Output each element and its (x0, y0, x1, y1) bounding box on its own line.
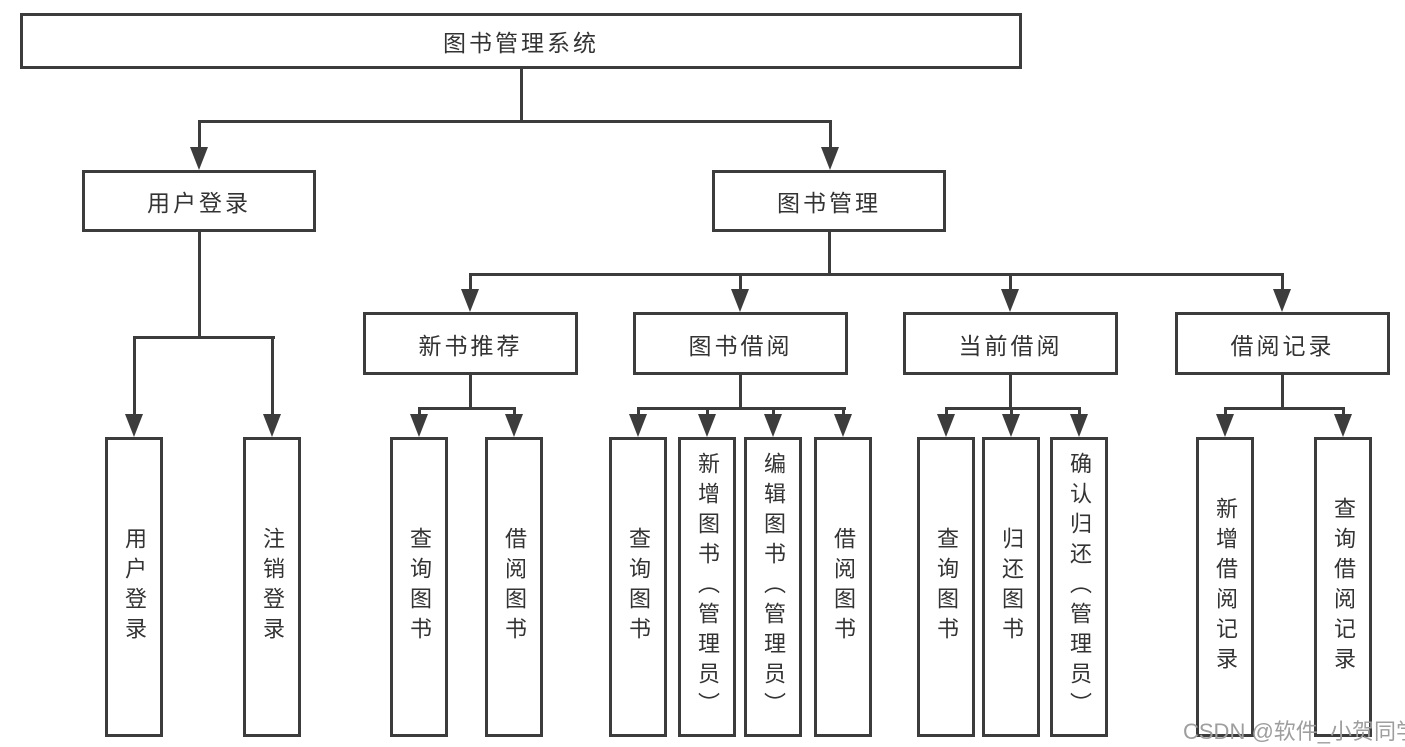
connector-new-book-recommend-stem (469, 374, 472, 410)
arrow-to-current-borrow (1008, 273, 1012, 289)
leaf-label: 查询图书 (934, 527, 959, 647)
connector-current-borrow-stem (1009, 374, 1012, 410)
leaf-confirm-return-admin: 确认归还（管理员） (1050, 437, 1108, 737)
node-label: 图书管理系统 (443, 30, 599, 56)
arrow-to-leaf (841, 407, 845, 414)
csdn-watermark: CSDN @软件_小贺同学 (1183, 719, 1405, 744)
arrow-to-leaf-logout (270, 336, 274, 414)
connector-new-book-recommend-bus (417, 407, 516, 410)
arrow-to-book-borrow (738, 273, 742, 289)
leaf-label: 归还图书 (999, 527, 1024, 647)
node-user-login: 用户登录 (82, 170, 316, 232)
leaf-query-borrow-record: 查询借阅记录 (1314, 437, 1372, 737)
connector-user-login-stem (197, 230, 201, 339)
node-book-borrow: 图书借阅 (633, 312, 848, 375)
leaf-user-login: 用户登录 (105, 437, 163, 737)
leaf-label: 查询借阅记录 (1331, 497, 1356, 677)
leaf-query-books: 查询图书 (390, 437, 448, 737)
arrow-to-leaf (1223, 407, 1227, 414)
leaf-label: 借阅图书 (502, 527, 527, 647)
node-new-book-recommend: 新书推荐 (363, 312, 578, 375)
arrow-to-user-login (197, 120, 201, 147)
arrow-to-new-book-recommend (468, 273, 472, 289)
arrow-to-book-management (828, 120, 832, 147)
arrow-to-leaf (636, 407, 640, 414)
connector-book-borrow-bus (636, 407, 846, 410)
node-label: 用户登录 (147, 190, 251, 216)
connector-book-management-bus (468, 273, 1284, 276)
node-label: 新书推荐 (418, 332, 523, 359)
leaf-add-book-admin: 新增图书（管理员） (678, 437, 736, 737)
connector-current-borrow-bus (944, 407, 1081, 410)
leaf-label: 注销登录 (260, 527, 285, 647)
leaf-add-borrow-record: 新增借阅记录 (1196, 437, 1254, 737)
leaf-logout-login: 注销登录 (243, 437, 301, 737)
connector-book-borrow-stem (739, 374, 742, 410)
node-label: 图书借阅 (688, 332, 793, 359)
connector-book-management-stem (827, 230, 831, 276)
leaf-query-books: 查询图书 (609, 437, 667, 737)
node-label: 图书管理 (777, 190, 881, 216)
leaf-label: 新增借阅记录 (1213, 497, 1238, 677)
arrow-to-borrow-records (1280, 273, 1284, 289)
leaf-label: 借阅图书 (831, 527, 856, 647)
arrow-to-leaf (1009, 407, 1013, 414)
connector-borrow-records-stem (1281, 374, 1284, 410)
leaf-label: 查询图书 (626, 527, 651, 647)
connector-root-stem (519, 67, 523, 123)
node-current-borrow: 当前借阅 (903, 312, 1118, 375)
node-label: 借阅记录 (1230, 332, 1335, 359)
arrow-to-leaf (512, 407, 516, 414)
connector-root-bus (197, 120, 832, 123)
node-book-management: 图书管理 (712, 170, 946, 232)
leaf-label: 用户登录 (122, 527, 147, 647)
leaf-label: 新增图书（管理员） (695, 452, 720, 722)
arrow-to-leaf (1341, 407, 1345, 414)
leaf-borrow-books: 借阅图书 (485, 437, 543, 737)
leaf-return-book: 归还图书 (982, 437, 1040, 737)
leaf-borrow-books: 借阅图书 (814, 437, 872, 737)
arrow-to-leaf (417, 407, 421, 414)
leaf-query-books: 查询图书 (917, 437, 975, 737)
arrow-to-leaf (705, 407, 709, 414)
arrow-to-leaf (1077, 407, 1081, 414)
arrow-to-leaf-user-login (132, 336, 136, 414)
arrow-to-leaf (944, 407, 948, 414)
arrow-to-leaf (771, 407, 775, 414)
leaf-label: 编辑图书（管理员） (761, 452, 786, 722)
node-borrow-records: 借阅记录 (1175, 312, 1390, 375)
leaf-label: 确认归还（管理员） (1067, 452, 1092, 722)
connector-borrow-records-bus (1223, 407, 1345, 410)
connector-user-login-bus (132, 336, 275, 339)
leaf-label: 查询图书 (407, 527, 432, 647)
leaf-edit-book-admin: 编辑图书（管理员） (744, 437, 802, 737)
node-label: 当前借阅 (958, 332, 1063, 359)
node-library-management-system: 图书管理系统 (20, 13, 1022, 69)
